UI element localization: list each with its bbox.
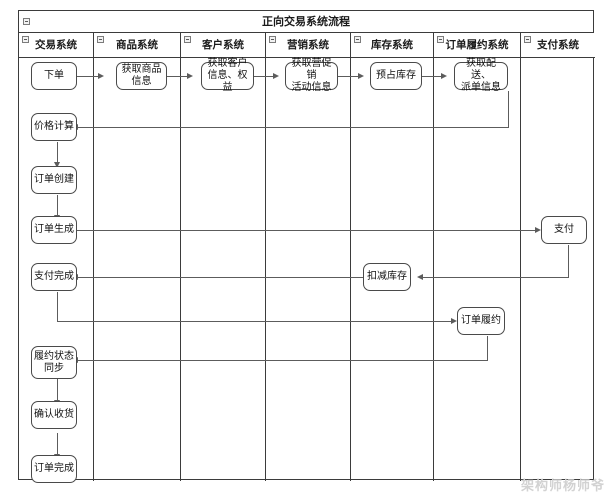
lane-collapse-icon-customer[interactable]	[184, 36, 191, 43]
edge-n2-n3-arrowhead	[187, 72, 193, 79]
node-deduct-inventory[interactable]: 扣减库存	[363, 263, 411, 291]
node-get-product-info[interactable]: 获取商品 信息	[116, 62, 167, 90]
lane-header-trade: 交易系统	[19, 33, 93, 58]
edge-n1-n2-arrowhead	[98, 72, 104, 79]
lane-collapse-icon-product[interactable]	[97, 36, 104, 43]
watermark-text: 架构师杨师爷	[520, 479, 605, 494]
edge-n15-n16-line	[57, 433, 58, 455]
lane-collapse-icon-fulfillment[interactable]	[437, 36, 444, 43]
lane-trade: 交易系统	[19, 33, 94, 481]
node-order-creation[interactable]: 订单创建	[31, 166, 77, 194]
edge-n10-n11-arrowhead	[417, 273, 423, 280]
lane-header-marketing: 营销系统	[266, 33, 350, 58]
lane-fulfillment: 订单履约系统	[434, 33, 521, 481]
lane-header-fulfillment: 订单履约系统	[434, 33, 520, 58]
edge-n8-n9-line	[57, 195, 58, 216]
lane-collapse-icon-inventory[interactable]	[354, 36, 361, 43]
edge-n3-n4-line	[254, 76, 274, 77]
edge-n1-n2-line	[77, 76, 99, 77]
lane-collapse-icon-marketing[interactable]	[269, 36, 276, 43]
edge-n7-n8-line	[57, 142, 58, 163]
node-get-delivery-info[interactable]: 获取配送、 派单信息	[454, 58, 508, 93]
swimlane-pool: 正向交易系统流程 交易系统 商品系统 客户系统 营销系统 库存系统	[18, 10, 595, 483]
edge-n10-n11-hline	[422, 277, 569, 278]
edge-n13-n14-hline	[77, 360, 488, 361]
edge-n12-n13-hline	[57, 321, 452, 322]
node-payment[interactable]: 支付	[541, 216, 587, 244]
lane-header-payment: 支付系统	[521, 33, 595, 58]
node-order-complete[interactable]: 订单完成	[31, 455, 77, 483]
pool-collapse-icon[interactable]	[23, 18, 30, 25]
lane-header-product: 商品系统	[94, 33, 180, 58]
lane-collapse-icon-trade[interactable]	[22, 36, 29, 43]
lane-inventory: 库存系统	[351, 33, 434, 481]
edge-n7-n8-arrowhead	[53, 162, 60, 168]
lane-marketing: 营销系统	[266, 33, 351, 481]
edge-n9-n10-line	[77, 230, 536, 231]
edge-n6-n7-hline	[77, 127, 509, 128]
lane-header-customer: 客户系统	[181, 33, 265, 58]
node-order-fulfillment[interactable]: 订单履约	[457, 307, 505, 335]
node-get-promotion-info[interactable]: 获取营促销 活动信息	[285, 58, 338, 93]
lane-payment: 支付系统	[521, 33, 595, 481]
edge-n4-n5-line	[338, 76, 359, 77]
edge-n11-n12-line	[77, 277, 363, 278]
edge-n10-n11-vline	[568, 245, 569, 277]
node-price-calculation[interactable]: 价格计算	[31, 113, 77, 141]
node-order-generated[interactable]: 订单生成	[31, 216, 77, 244]
node-get-customer-info[interactable]: 获取客户 信息、权益	[201, 58, 254, 93]
node-confirm-receipt[interactable]: 确认收货	[31, 401, 77, 429]
lane-header-inventory: 库存系统	[351, 33, 433, 58]
edge-n12-n13-arrowhead	[451, 317, 457, 324]
lane-collapse-icon-payment[interactable]	[524, 36, 531, 43]
edge-n6-n7-vline	[508, 91, 509, 127]
node-reserve-inventory[interactable]: 预占库存	[370, 62, 422, 90]
edge-n4-n5-arrowhead	[358, 72, 364, 79]
node-fulfillment-status-sync[interactable]: 履约状态 同步	[31, 346, 77, 379]
pool-title: 正向交易系统流程	[19, 11, 593, 33]
node-payment-complete[interactable]: 支付完成	[31, 263, 77, 291]
node-place-order[interactable]: 下单	[31, 62, 77, 90]
edge-n12-n13-vline	[57, 292, 58, 321]
edge-n13-n14-vline	[487, 336, 488, 360]
edge-n5-n6-arrowhead	[441, 72, 447, 79]
edge-n3-n4-arrowhead	[273, 72, 279, 79]
lane-product: 商品系统	[94, 33, 181, 481]
lane-customer: 客户系统	[181, 33, 266, 481]
edge-n14-n15-line	[57, 379, 58, 401]
edge-n2-n3-line	[167, 76, 188, 77]
edge-n5-n6-line	[422, 76, 442, 77]
edge-n9-n10-arrowhead	[535, 226, 541, 233]
